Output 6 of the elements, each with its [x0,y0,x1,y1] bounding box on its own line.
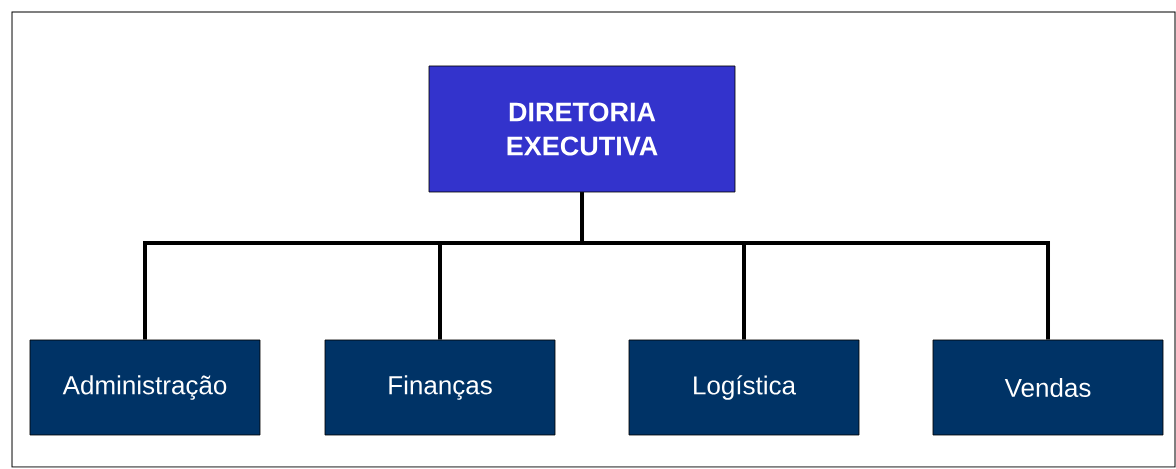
department-box: Administração [29,339,261,436]
executive-box: DIRETORIA EXECUTIVA [428,65,736,193]
connector-line [580,192,1050,340]
department-box: Logística [628,339,860,436]
department-box: Vendas [932,339,1164,436]
department-box: Finanças [324,339,556,436]
